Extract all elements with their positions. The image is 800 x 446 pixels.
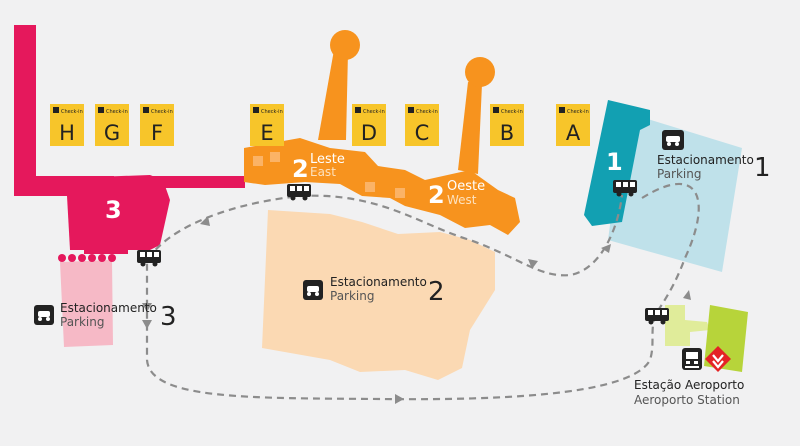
bus-icon [645,308,669,325]
parking-1-title: Estacionamento [657,153,754,167]
car-icon [303,280,323,300]
car-icon [34,305,54,325]
terminal-3-number: 3 [105,196,122,224]
checkin-area-f[interactable]: Check-inF [140,104,174,146]
checkin-area-h[interactable]: Check-inH [50,104,84,146]
terminal-2-west-name-en: West [447,193,477,207]
terminal-2-west-name-pt: Oeste [447,179,485,194]
bus-icon [613,180,637,197]
station-subtitle: Aeroporto Station [634,393,740,407]
shuttle-route [145,182,700,401]
checkin-area-a[interactable]: Check-inA [556,104,590,146]
terminal-2-east-name-pt: Leste [310,152,345,167]
checkin-letter: A [566,121,581,145]
terminal-3 [14,25,245,262]
terminal-1-number: 1 [606,148,623,176]
parking-1-number: 1 [754,153,771,183]
checkin-letter: C [415,121,430,145]
parking-1-subtitle: Parking [657,167,702,181]
terminal-2-east-name-en: East [310,165,336,179]
checkin-icon [53,107,59,113]
checkin-label: Check-in [151,109,173,115]
parking-1-area[interactable] [608,112,742,272]
parking-3-title: Estacionamento [60,301,157,315]
checkin-icon [355,107,361,113]
checkin-letter: H [59,121,75,145]
train-icon [682,348,702,370]
checkin-label: Check-in [61,109,83,115]
checkin-label: Check-in [501,109,523,115]
checkin-area-d[interactable]: Check-inD [352,104,386,146]
parking-3-subtitle: Parking [60,315,105,329]
checkin-icon [559,107,565,113]
checkin-label: Check-in [261,109,283,115]
parking-2-title: Estacionamento [330,275,427,289]
checkin-icon [253,107,259,113]
terminal-1 [584,100,650,226]
checkin-letter: G [104,121,120,145]
station-area [665,305,748,372]
checkin-area-g[interactable]: Check-inG [95,104,129,146]
checkin-area-b[interactable]: Check-inB [490,104,524,146]
checkin-icon [143,107,149,113]
checkin-letter: D [361,121,377,145]
checkin-letter: F [151,121,163,145]
parking-2-area[interactable] [262,210,495,380]
bus-icon [137,250,161,267]
bus-icon [287,184,311,201]
terminal-2 [244,30,520,235]
parking-2-number: 2 [428,277,445,307]
metro-logo [705,346,731,372]
checkin-icon [408,107,414,113]
checkin-letter: E [260,121,273,145]
route-arrows [142,216,691,404]
checkin-icon [493,107,499,113]
checkin-icon [98,107,104,113]
checkin-label: Check-in [106,109,128,115]
terminal-2-east-number: 2 [292,155,309,183]
parking-3-number: 3 [160,302,177,332]
station-title: Estação Aeroporto [634,378,744,392]
checkin-label: Check-in [363,109,385,115]
checkin-label: Check-in [567,109,589,115]
parking-3-area[interactable] [60,260,113,347]
checkin-letter: B [500,121,514,145]
parking-2-subtitle: Parking [330,289,375,303]
checkin-area-e[interactable]: Check-inE [250,104,284,146]
car-icon [662,130,684,150]
checkin-area-c[interactable]: Check-inC [405,104,439,146]
checkin-label: Check-in [416,109,438,115]
terminal-2-west-number: 2 [428,181,445,209]
